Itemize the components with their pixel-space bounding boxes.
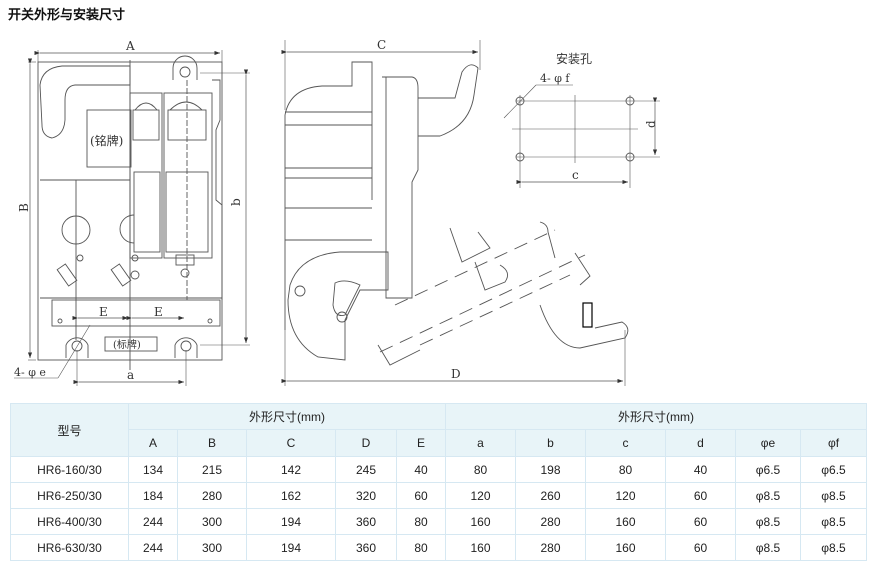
- value-cell: 215: [177, 456, 247, 483]
- page-title: 开关外形与安装尺寸: [8, 8, 126, 23]
- column-header: φe: [735, 429, 801, 457]
- value-cell: 245: [335, 456, 397, 483]
- value-cell: 360: [335, 508, 397, 535]
- value-cell: 80: [396, 534, 446, 561]
- nameplate-box: [86, 109, 132, 168]
- value-cell: φ8.5: [800, 534, 867, 561]
- hole-e-label: 4- φ e: [14, 366, 46, 379]
- value-cell: 160: [445, 534, 516, 561]
- column-header: B: [177, 429, 247, 457]
- dim-A-label: A: [125, 39, 135, 53]
- handle-outline: [39, 65, 131, 139]
- dim-b-label: b: [229, 198, 243, 206]
- column-header: A: [128, 429, 178, 457]
- value-cell: 160: [445, 508, 516, 535]
- dim-a-label: a: [127, 368, 134, 382]
- hole-f-label: 4- φ f: [540, 72, 570, 85]
- dim-C-label: C: [377, 38, 386, 52]
- value-cell: 184: [128, 482, 178, 509]
- dim-E-right-label: E: [154, 305, 163, 319]
- column-header: b: [515, 429, 586, 457]
- value-cell: 194: [246, 508, 336, 535]
- nameplate-label: (铭牌): [90, 133, 123, 148]
- dim-E-left-label: E: [99, 305, 108, 319]
- value-cell: 40: [665, 456, 736, 483]
- value-cell: 260: [515, 482, 586, 509]
- dim-d-label: d: [644, 120, 658, 128]
- value-cell: 244: [128, 534, 178, 561]
- spec-table: 型号 外形尺寸(mm) 外形尺寸(mm) A B C D E a b c d φ…: [10, 403, 867, 561]
- value-cell: 280: [515, 534, 586, 561]
- value-cell: 80: [585, 456, 666, 483]
- value-cell: 120: [445, 482, 516, 509]
- column-header: C: [246, 429, 336, 457]
- front-view: (铭牌): [14, 39, 250, 386]
- dim-c-label: c: [572, 168, 579, 182]
- value-cell: 60: [665, 534, 736, 561]
- value-cell: 160: [585, 534, 666, 561]
- column-header: a: [445, 429, 516, 457]
- value-cell: φ8.5: [735, 482, 801, 509]
- value-cell: 60: [396, 482, 446, 509]
- model-header: 型号: [10, 403, 129, 457]
- value-cell: 134: [128, 456, 178, 483]
- tag-label: (标牌): [113, 338, 141, 351]
- mounting-holes-title: 安装孔: [556, 51, 592, 66]
- tag-box: [104, 336, 158, 352]
- column-header: φf: [800, 429, 867, 457]
- value-cell: 160: [585, 508, 666, 535]
- dim-B-label: B: [17, 203, 31, 212]
- side-view: C D: [281, 38, 629, 386]
- dim-D-label: D: [451, 367, 461, 381]
- value-cell: 80: [445, 456, 516, 483]
- group-header-left: 外形尺寸(mm): [128, 403, 446, 430]
- value-cell: φ8.5: [735, 508, 801, 535]
- marker-box: [582, 302, 593, 328]
- value-cell: 198: [515, 456, 586, 483]
- column-header: c: [585, 429, 666, 457]
- group-header-right: 外形尺寸(mm): [445, 403, 867, 430]
- value-cell: φ6.5: [800, 456, 867, 483]
- column-header: D: [335, 429, 397, 457]
- value-cell: 162: [246, 482, 336, 509]
- value-cell: 280: [177, 482, 247, 509]
- value-cell: 360: [335, 534, 397, 561]
- value-cell: 60: [665, 482, 736, 509]
- value-cell: 300: [177, 508, 247, 535]
- model-cell: HR6-160/30: [10, 456, 129, 483]
- value-cell: 280: [515, 508, 586, 535]
- value-cell: 244: [128, 508, 178, 535]
- value-cell: 194: [246, 534, 336, 561]
- column-header: E: [396, 429, 446, 457]
- value-cell: 320: [335, 482, 397, 509]
- technical-drawing: (铭牌): [0, 28, 877, 398]
- value-cell: 300: [177, 534, 247, 561]
- value-cell: 120: [585, 482, 666, 509]
- mounting-holes-diagram: 安装孔 d c 4- φ f: [503, 51, 660, 188]
- value-cell: 142: [246, 456, 336, 483]
- value-cell: φ8.5: [800, 482, 867, 509]
- value-cell: φ8.5: [735, 534, 801, 561]
- model-cell: HR6-630/30: [10, 534, 129, 561]
- model-cell: HR6-250/30: [10, 482, 129, 509]
- value-cell: 80: [396, 508, 446, 535]
- value-cell: 60: [665, 508, 736, 535]
- column-header: d: [665, 429, 736, 457]
- value-cell: 40: [396, 456, 446, 483]
- value-cell: φ6.5: [735, 456, 801, 483]
- value-cell: φ8.5: [800, 508, 867, 535]
- model-cell: HR6-400/30: [10, 508, 129, 535]
